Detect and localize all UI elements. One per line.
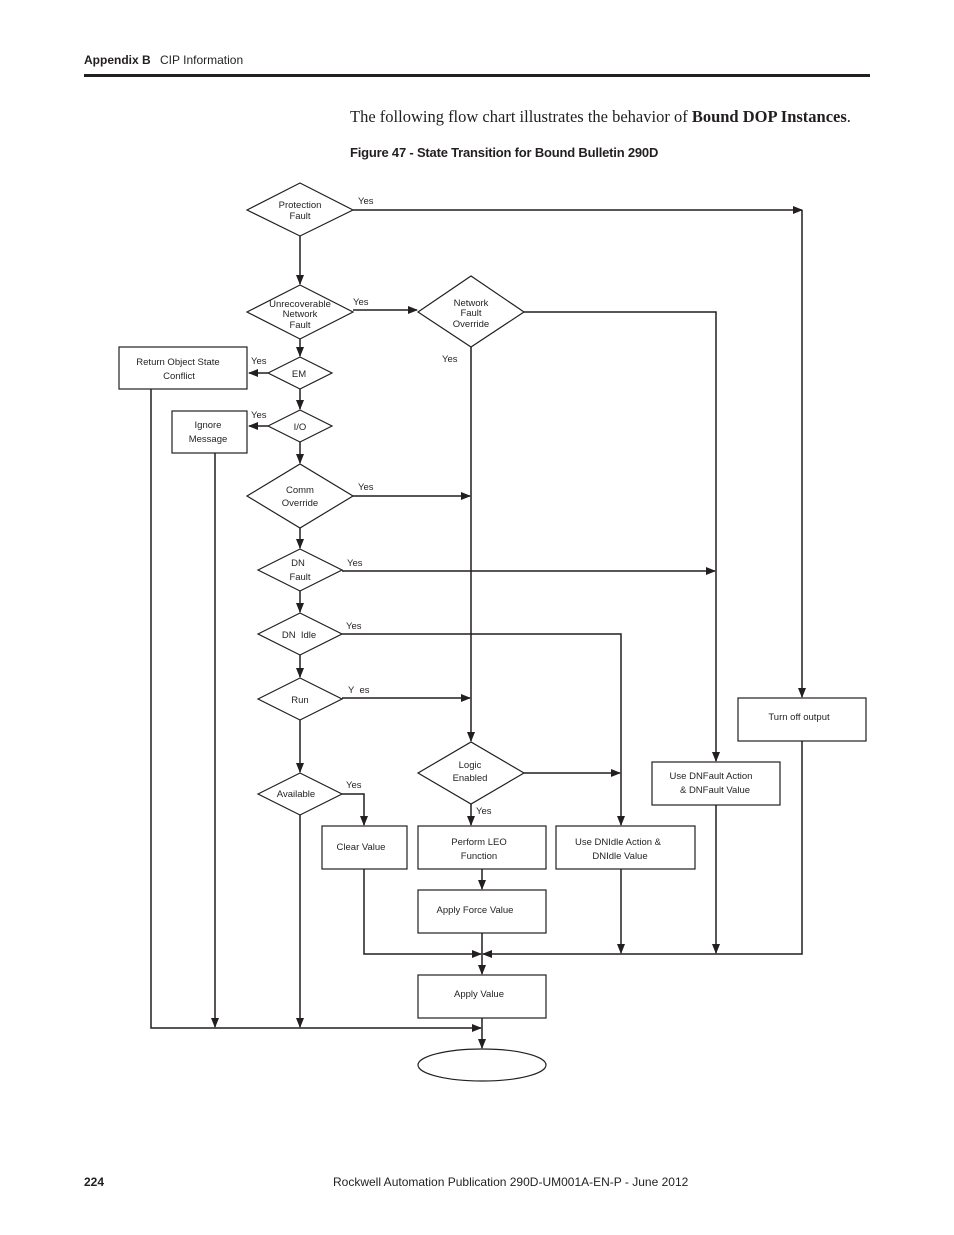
figure-caption: Figure 47 - State Transition for Bound B… [350,145,659,160]
process-use-dnidle: Use DNIdle Action & DNIdle Value [555,825,696,870]
arrow-turnoff-merge [482,741,803,958]
process-text: Return Object State [136,357,219,368]
label-yes-nfo: Yes [442,354,458,365]
process-apply-value: Apply Value [417,974,547,1019]
decision-dn-fault: DN Fault [256,548,344,592]
arrow-clear-merge [363,869,482,958]
process-text: Message [189,434,228,445]
label-yes-available: Yes [346,780,362,791]
arrow-nfo-right [524,311,720,762]
decision-text: Enabled [453,773,488,784]
process-turn-off-output: Turn off output [737,697,867,742]
header-title: CIP Information [160,53,244,67]
arrow-dnidle-yes [342,633,625,826]
process-apply-force-value: Apply Force Value [417,889,547,934]
decision-text: Fault [460,308,481,319]
label-yes-comm: Yes [358,482,374,493]
decision-logic-enabled: Logic Enabled [416,741,526,805]
decision-text: EM [292,369,306,380]
label-yes-dnfault: Yes [347,558,363,569]
decision-text: Protection [279,200,322,211]
process-text: Apply Force Value [437,905,514,916]
decision-text: Network [283,309,318,320]
intro-text: The following flow chart illustrates the… [350,107,692,126]
decision-io: I/O [266,409,334,443]
label-yes-dnidle: Yes [346,621,362,632]
decision-available: Available [256,772,344,816]
decision-text: I/O [294,422,307,433]
line-return-conflict-down [150,389,482,1032]
process-ignore-message: Ignore Message [171,410,248,454]
process-text: Clear Value [337,842,386,853]
process-text: Conflict [163,371,195,382]
process-text: Use DNIdle Action & [575,837,662,848]
decision-text: Fault [289,211,310,222]
decision-em: EM [266,356,334,390]
process-text: Apply Value [454,989,504,1000]
decision-run: Run [256,677,344,721]
decision-text: DN [291,558,305,569]
page-number: 224 [84,1175,105,1189]
process-clear-value: Clear Value [321,825,408,870]
decision-network-fault-override: Network Fault Override [416,275,526,348]
process-return-object-state-conflict: Return Object State Conflict [118,346,248,390]
decision-text: Logic [459,760,482,771]
decision-text: Run [291,695,308,706]
intro-end: . [846,107,851,126]
process-text: & DNFault Value [680,785,750,796]
process-perform-leo: Perform LEO Function [417,825,547,870]
terminator-end [417,1048,547,1082]
label-yes-em: Yes [251,356,267,367]
label-yes-io: Yes [251,410,267,421]
decision-protection-fault: Protection Fault [245,182,355,237]
publication-footer: Rockwell Automation Publication 290D-UM0… [333,1175,689,1189]
process-text: Use DNFault Action [670,771,753,782]
decision-text: Override [453,319,489,330]
process-use-dnfault: Use DNFault Action & DNFault Value [651,761,781,806]
process-text: Ignore [195,420,222,431]
decision-text: Network [454,298,489,309]
decision-unrecoverable-network-fault: Unrecoverable Network Fault [245,284,355,340]
decision-text: Available [277,789,315,800]
label-yes-protection: Yes [358,196,374,207]
process-text: Turn off output [768,712,830,723]
decision-text: DN Idle [282,630,316,641]
decision-text: Comm [286,485,314,496]
header-section: Appendix B [84,53,151,67]
arrow-available-yes [342,793,368,826]
decision-comm-override: Comm Override [245,463,355,529]
process-text: DNIdle Value [592,851,647,862]
label-yes-run: Y es [348,685,370,696]
intro-bold: Bound DOP Instances [691,107,847,126]
intro-paragraph: The following flow chart illustrates the… [350,107,851,127]
decision-text: Fault [289,572,310,583]
decision-dn-idle: DN Idle [256,612,344,656]
decision-text: Fault [289,320,310,331]
label-yes-logic: Yes [476,806,492,817]
header-rule [84,74,870,77]
decision-text: Override [282,498,318,509]
process-text: Perform LEO [451,837,506,848]
decision-text: Unrecoverable [269,299,331,310]
connectors [150,206,806,1049]
process-text: Function [461,851,497,862]
label-yes-unf: Yes [353,297,369,308]
